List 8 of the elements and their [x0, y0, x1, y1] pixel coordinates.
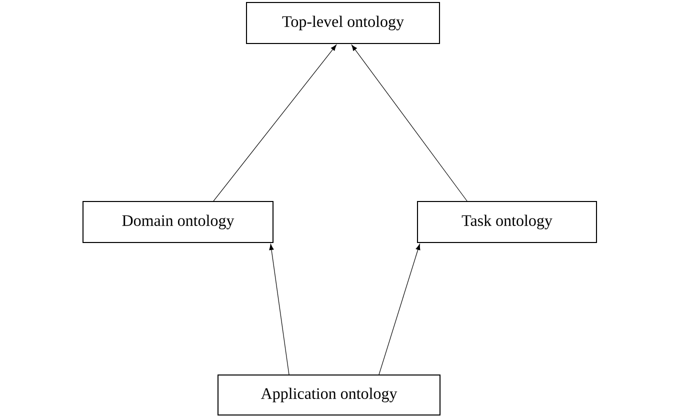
- arrow: [351, 44, 468, 202]
- ontology-box: Top-level ontology: [246, 2, 440, 44]
- arrow: [378, 244, 420, 375]
- ontology-box: Application ontology: [218, 374, 440, 416]
- arrow: [269, 244, 290, 375]
- arrow: [213, 44, 336, 202]
- ontology-box: Task ontology: [417, 201, 597, 243]
- ontology-box: Domain ontology: [82, 201, 274, 243]
